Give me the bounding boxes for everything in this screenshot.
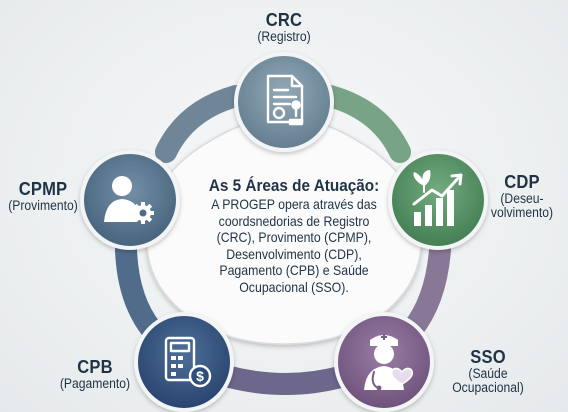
- node-subtitle: (Pagamento): [59, 375, 131, 391]
- arc-cpmp-crc: [155, 85, 247, 163]
- node-subtitle: (Registro): [257, 28, 311, 44]
- person-gear-icon: [104, 176, 154, 224]
- node-acronym: CDP: [504, 172, 540, 192]
- center-line: Desenvolvimento (CDP),: [226, 245, 362, 262]
- node-acronym: SSO: [470, 347, 506, 367]
- cycle-arcs: [115, 85, 451, 395]
- node-cpb: $: [134, 312, 234, 412]
- node-subtitle: (Provimento): [8, 197, 78, 213]
- registry-document-stamp-icon: [266, 74, 304, 126]
- node-acronym: CPMP: [18, 179, 68, 199]
- nurse-heart-icon: [364, 334, 414, 391]
- node-sso: [334, 312, 434, 412]
- label-cpmp: CPMP (Provimento): [0, 180, 86, 213]
- center-line: A PROGEP opera através das: [211, 196, 377, 212]
- arc-cdp-sso: [401, 239, 451, 341]
- arc-sso-cpb: [215, 365, 355, 395]
- node-acronym: CPB: [77, 357, 113, 377]
- arc-cpb-cpmp: [115, 239, 163, 341]
- center-panel: [145, 117, 423, 345]
- center-title: As 5 Áreas de Atuação:: [208, 176, 380, 195]
- calculator-coin-icon: $: [164, 336, 212, 388]
- center-line: Pagamento (CPB) e Saúde: [219, 262, 369, 278]
- center-line: Ocupacional (SSO).: [239, 278, 349, 295]
- arc-crc-cdp: [319, 85, 411, 163]
- node-subtitle: (Deseu- volvimento): [490, 190, 554, 221]
- svg-text:$: $: [196, 368, 204, 384]
- node-acronym: CRC: [265, 10, 303, 30]
- node-cpmp: [80, 150, 180, 250]
- label-sso: SSO (Saúde Ocupacional): [426, 348, 550, 395]
- node-cdp: [388, 150, 488, 250]
- label-cdp: CDP (Deseu- volvimento): [476, 173, 568, 220]
- center-line: coordsnedorias de Registro: [218, 212, 370, 229]
- center-description: As 5 Áreas de Atuação: A PROGEP opera at…: [188, 176, 400, 295]
- label-cpb: CPB (Pagamento): [40, 358, 150, 391]
- label-crc: CRC (Registro): [244, 11, 324, 44]
- center-line: (CRC), Provimento (CPMP),: [216, 229, 372, 245]
- center-body: A PROGEP opera através das coordsnedoria…: [201, 196, 388, 295]
- node-crc: [234, 52, 334, 152]
- node-subtitle: (Saúde Ocupacional): [452, 365, 524, 396]
- growth-chart-plant-icon: [412, 170, 463, 226]
